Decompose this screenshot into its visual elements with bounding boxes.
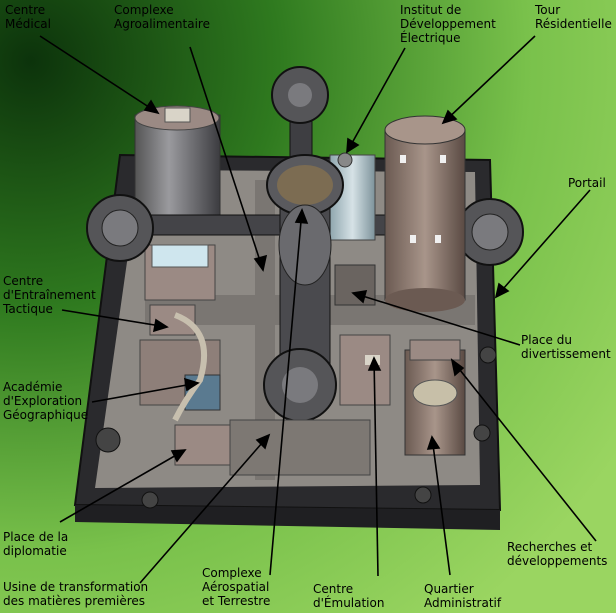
label-quartier-administratif: Quartier Administratif [424, 582, 502, 610]
label-complexe-agroalimentaire: Complexe Agroalimentaire [114, 3, 210, 31]
label-portail: Portail [568, 176, 606, 190]
label-centre-entrainement-tactique: Centre d'Entraînement Tactique [3, 274, 96, 316]
label-recherches-developpements: Recherches et développements [507, 540, 608, 568]
label-centre-emulation: Centre d'Émulation [313, 582, 385, 610]
label-complexe-aerospatial: Complexe Aérospatial et Terrestre [202, 566, 271, 608]
label-place-divertissement: Place du divertissement [521, 333, 611, 361]
label-centre-medical: Centre Médical [5, 3, 51, 31]
label-academie-exploration-geographique: Académie d'Exploration Géographique [3, 380, 89, 422]
label-tour-residentielle: Tour Résidentielle [535, 3, 612, 31]
label-institut-developpement-electrique: Institut de Développement Électrique [400, 3, 496, 45]
label-place-diplomatie: Place de la diplomatie [3, 530, 69, 558]
label-usine-transformation: Usine de transformation des matières pre… [3, 580, 149, 608]
